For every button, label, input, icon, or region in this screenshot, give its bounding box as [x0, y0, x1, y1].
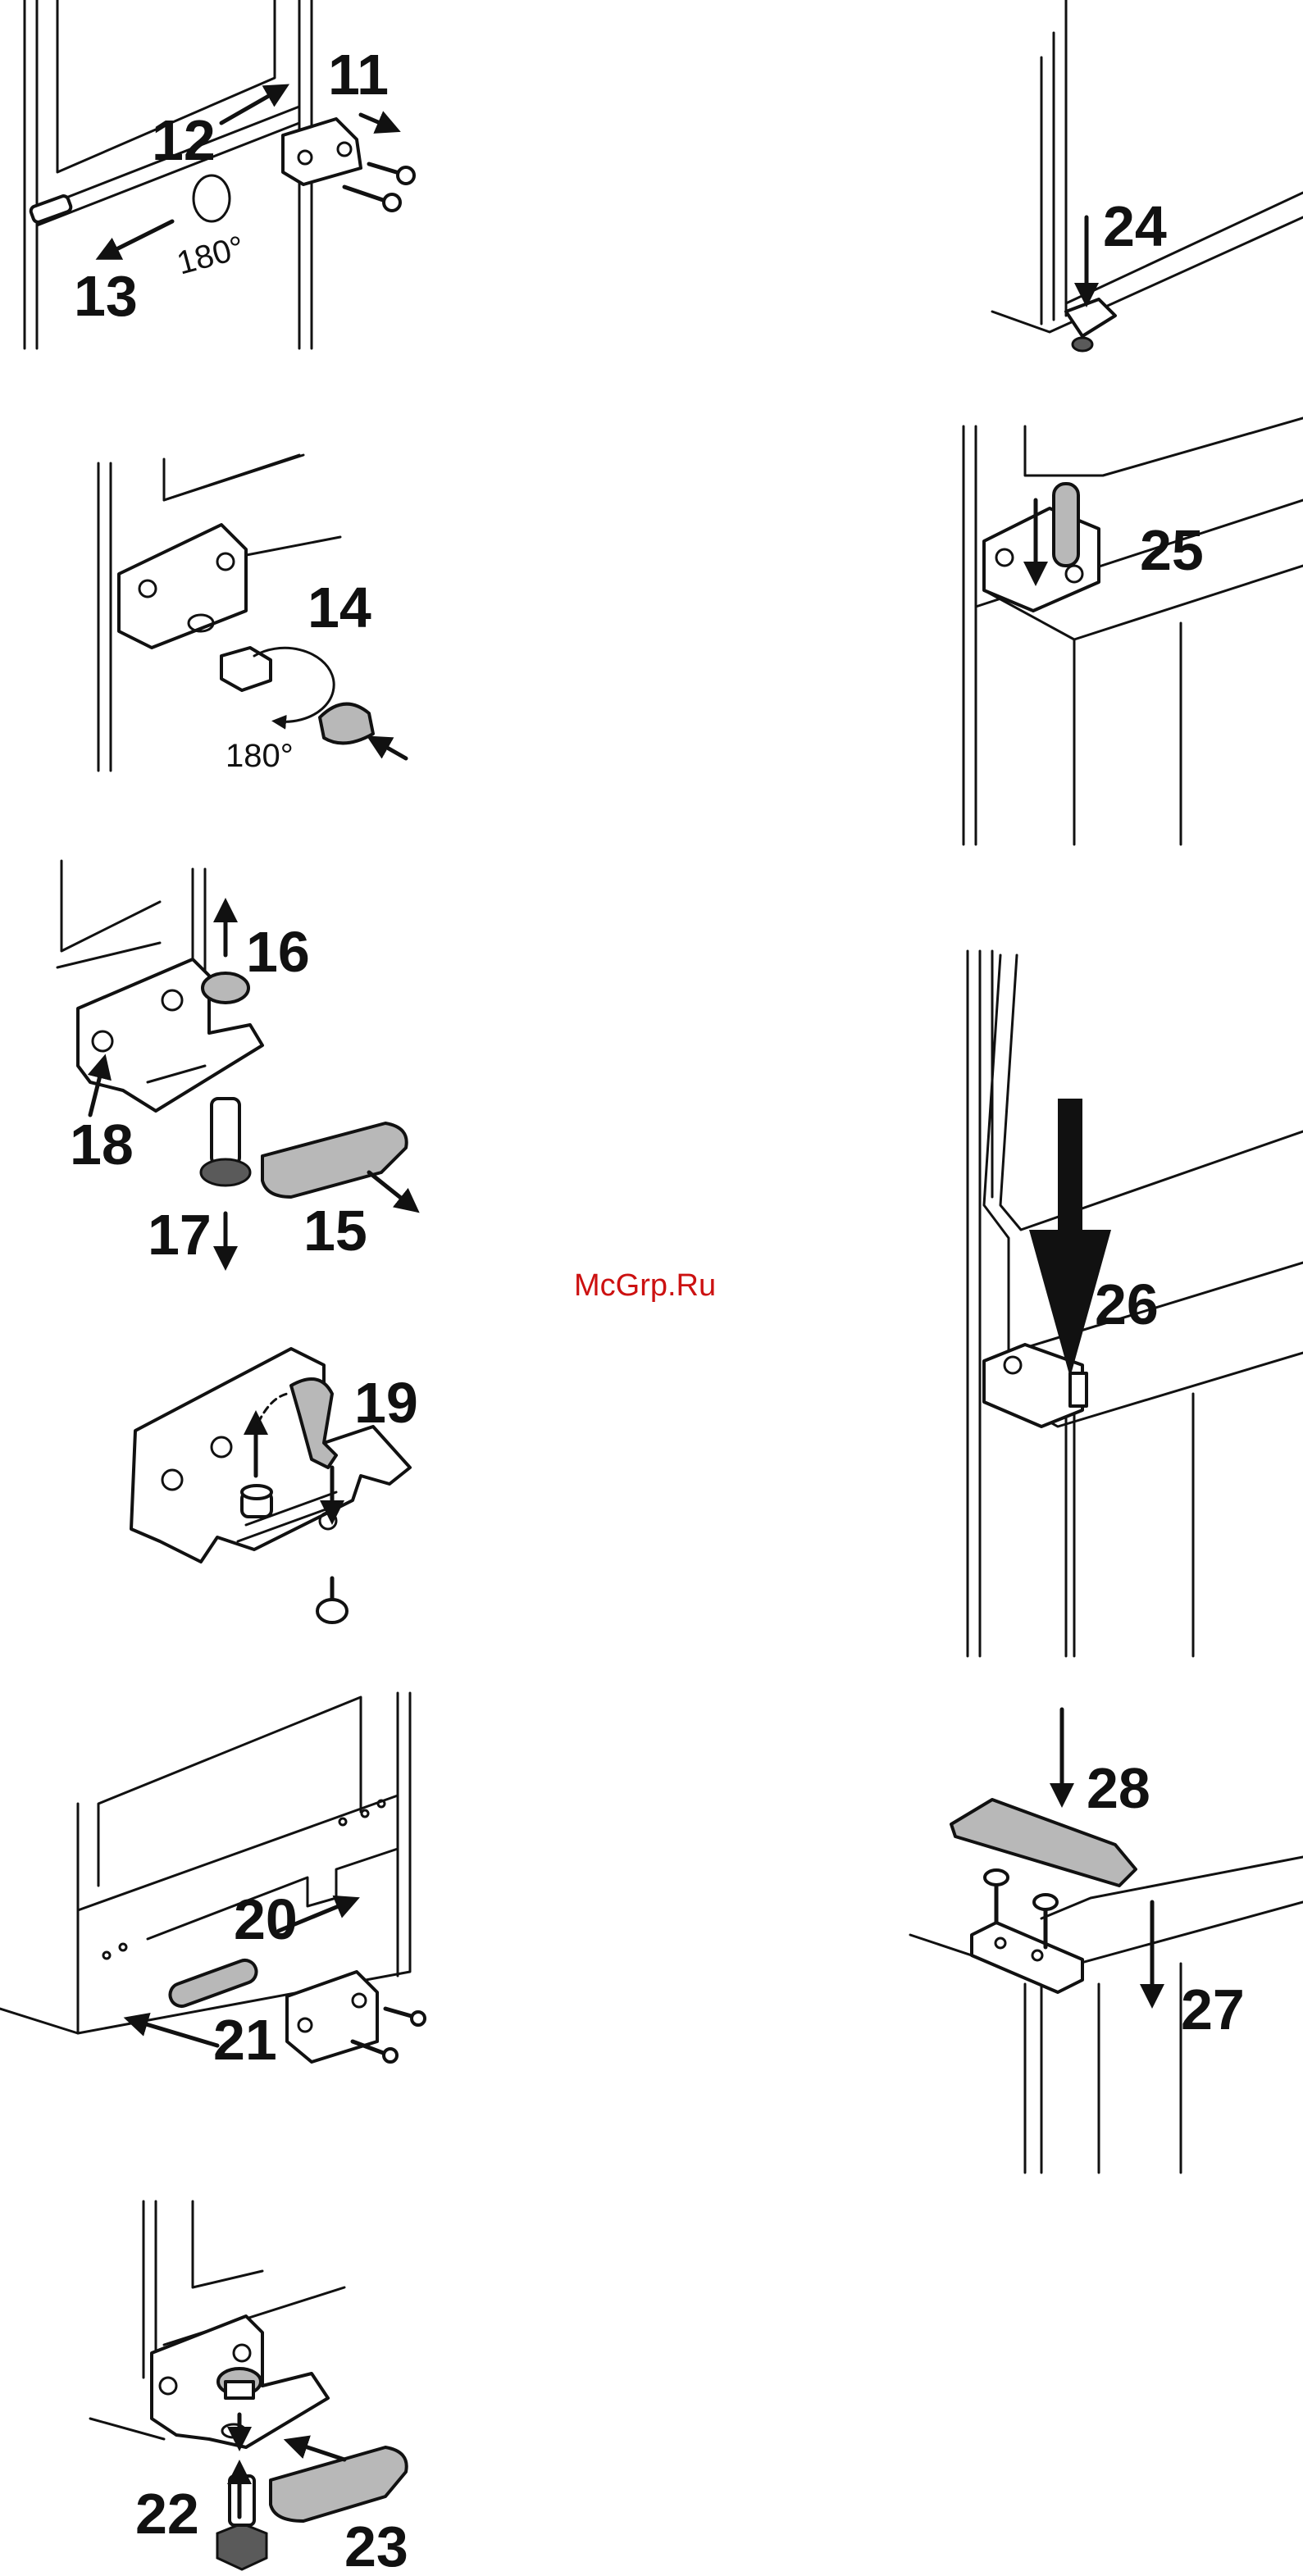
stud-icon: [242, 1486, 271, 1517]
step-label-14: 14: [308, 576, 371, 639]
step-label-24: 24: [1103, 194, 1167, 258]
hinge-pin-icon: [201, 1099, 250, 1186]
top-hinge-icon: [972, 1923, 1082, 1992]
step-label-22: 22: [135, 2482, 199, 2546]
step-label-25: 25: [1140, 518, 1204, 582]
arrow-11: [361, 115, 390, 127]
step-label-28: 28: [1087, 1756, 1150, 1820]
panel-step-19: 19: [131, 1349, 418, 1623]
panel-step-24: 24: [992, 0, 1303, 351]
step-label-23: 23: [344, 2515, 408, 2576]
bushing-icon: [221, 648, 271, 690]
lower-hinge-bracket-icon: [287, 1972, 425, 2062]
panel-step-14: 14 180°: [98, 455, 406, 774]
step-label-19: 19: [354, 1371, 418, 1435]
hinge-cover-icon: [320, 704, 373, 744]
panel-steps-11-13: 11 12 13 180°: [25, 0, 414, 348]
step-label-18: 18: [70, 1113, 134, 1176]
step-label-27: 27: [1181, 1978, 1245, 2041]
panel-step-26: 26: [968, 951, 1303, 1656]
rotation-label-180-b: 180°: [226, 738, 294, 774]
hinge-bushing-icon: [203, 973, 248, 1003]
arrow-21: [135, 2021, 217, 2046]
arrow-15: [369, 1172, 410, 1205]
step-label-21: 21: [213, 2008, 277, 2072]
panel-steps-20-21: 20 21: [0, 1693, 425, 2072]
arrow-13: [107, 221, 172, 254]
panel-steps-15-18: 16 18 17 15: [57, 861, 410, 1267]
panel-steps-27-28: 28 27: [910, 1709, 1303, 2173]
adjustable-foot-icon: [217, 2476, 267, 2569]
step-label-15: 15: [303, 1199, 367, 1263]
screw-icon: [317, 1578, 347, 1623]
top-hinge-icon: [984, 508, 1099, 611]
step-label-12: 12: [152, 108, 216, 172]
hinge-bracket-icon: [119, 525, 246, 648]
watermark: McGrp.Ru: [574, 1268, 716, 1303]
arrow-23: [295, 2443, 344, 2460]
bushing-icon: [218, 2369, 261, 2398]
hinge-pin-icon: [1054, 484, 1078, 566]
lower-hinge-icon: [1066, 299, 1115, 351]
step-label-11: 11: [328, 43, 389, 107]
step-label-13: 13: [74, 264, 138, 328]
arrow-into-cover: [377, 742, 406, 758]
step-label-20: 20: [234, 1887, 298, 1951]
step-label-26: 26: [1095, 1272, 1159, 1336]
hinge-hole-icon: [194, 175, 230, 221]
upper-hinge-bracket-icon: [283, 119, 361, 184]
rotation-label-180-a: 180°: [173, 230, 248, 282]
step-label-17: 17: [148, 1203, 212, 1267]
panel-steps-22-23: 22 23: [90, 2201, 408, 2576]
panel-step-25: 25: [964, 418, 1303, 844]
step-label-16: 16: [246, 920, 310, 984]
